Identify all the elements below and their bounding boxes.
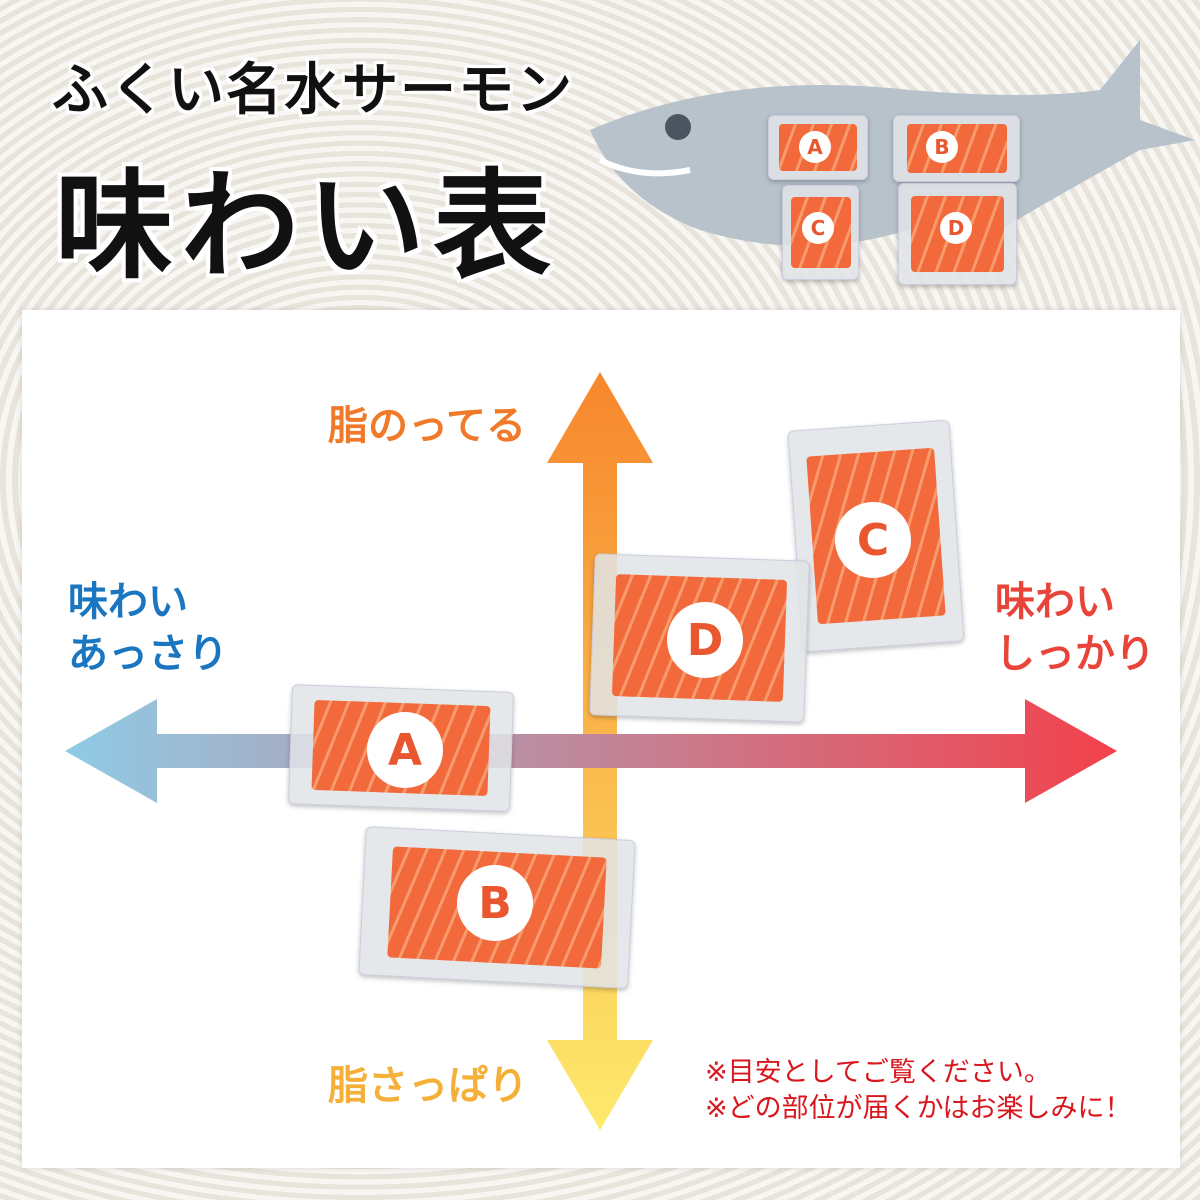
- notes: ※目安としてご覧ください。 ※どの部位が届くかはお楽しみに！: [705, 1055, 1132, 1127]
- mini-package-a: [768, 115, 868, 180]
- label-line: 味わい: [68, 579, 188, 625]
- taste-axis-arrow: [65, 699, 1117, 803]
- page-title: 味わい表: [55, 157, 560, 295]
- mini-package-c: [782, 185, 859, 280]
- fish-illustration: [590, 40, 1195, 246]
- label-line: しっかり: [995, 631, 1155, 677]
- axis-label-rich: 味わいしっかり: [995, 576, 1155, 680]
- item-badge: C: [802, 212, 834, 244]
- axis-label-fatty: 脂のってる: [328, 403, 526, 449]
- item-badge: A: [367, 712, 443, 788]
- label-line: あっさり: [68, 631, 228, 677]
- item-badge: C: [835, 502, 911, 578]
- label-line: 味わい: [995, 579, 1115, 625]
- subtitle-brand: ふくい名水サーモン: [52, 58, 574, 123]
- item-badge: B: [457, 865, 533, 941]
- item-badge: D: [940, 212, 972, 244]
- note-line: ※目安としてご覧ください。: [705, 1057, 1051, 1088]
- axis-label-light: 味わいあっさり: [68, 576, 228, 680]
- axis-label-lean: 脂さっぱり: [328, 1063, 528, 1109]
- item-badge: D: [667, 602, 743, 678]
- note-line: ※どの部位が届くかはお楽しみに！: [705, 1093, 1132, 1124]
- item-badge: A: [799, 131, 831, 163]
- item-badge: B: [926, 131, 958, 163]
